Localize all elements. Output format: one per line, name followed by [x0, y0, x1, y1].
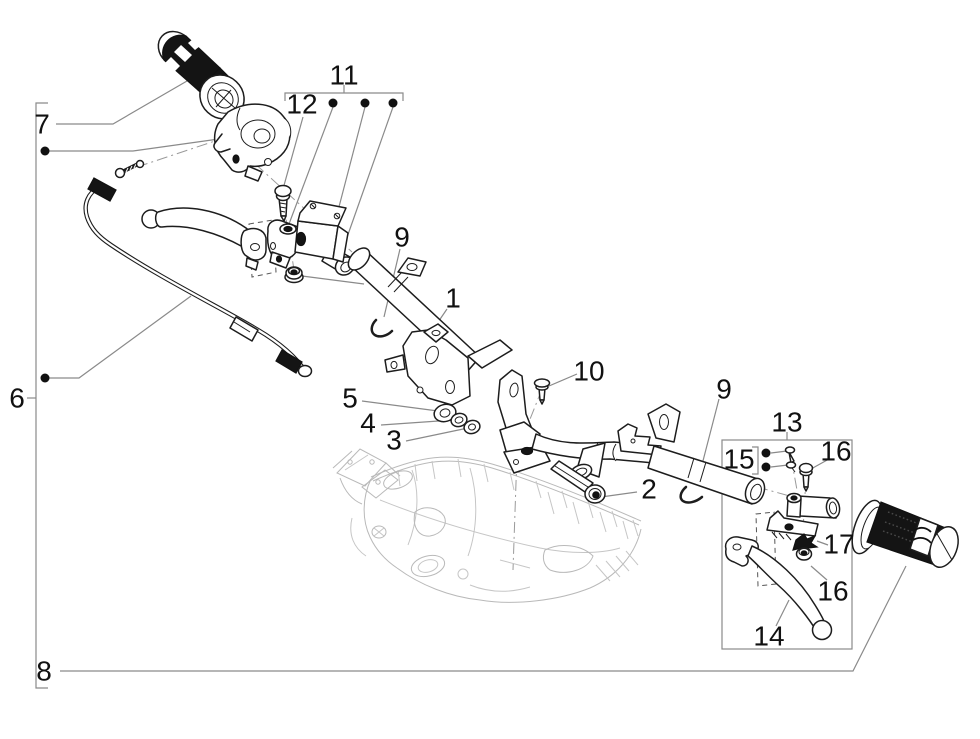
perch-bracket [766, 492, 841, 541]
frame-body-sketch [332, 448, 642, 603]
callout-label-8: 8 [36, 656, 52, 687]
throttle-cable [83, 159, 313, 378]
callout-label-4: 4 [360, 408, 376, 439]
leader-lines [27, 80, 907, 689]
callout-label-13: 13 [771, 407, 802, 438]
clip-17 [792, 533, 819, 556]
front-brake-lever [141, 207, 277, 278]
callout-label-16a: 16 [820, 436, 851, 467]
throttle-housing [213, 103, 292, 182]
brake-lever-14 [724, 536, 833, 641]
callout-label-12: 12 [286, 89, 317, 120]
handlebar [347, 247, 766, 505]
bullet-dots [40, 98, 771, 472]
washers-group [433, 403, 481, 435]
circlip-9-right [679, 485, 704, 504]
left-group-bracket [35, 102, 48, 689]
callout-label-9b: 9 [716, 374, 732, 405]
flange-nut [284, 266, 304, 284]
callout-label-10: 10 [573, 356, 604, 387]
bolt-16-top [798, 462, 814, 492]
callout-label-3: 3 [386, 425, 402, 456]
callout-label-15: 15 [723, 444, 754, 475]
left-grip [851, 499, 959, 568]
nut-16-bottom [795, 547, 813, 561]
callout-label-1: 1 [445, 283, 461, 314]
callout-label-14: 14 [753, 621, 784, 652]
callout-label-9a: 9 [394, 222, 410, 253]
callout-label-11: 11 [329, 60, 358, 91]
callout-label-6: 6 [9, 383, 25, 414]
callout-label-16b: 16 [817, 576, 848, 607]
master-cylinder [266, 200, 356, 276]
callout-label-2: 2 [641, 474, 657, 505]
callout-label-5: 5 [342, 383, 358, 414]
group-bracket-15 [752, 446, 759, 475]
throttle-grip [157, 30, 245, 120]
group-bracket-11 [284, 85, 404, 101]
screw-10 [533, 378, 551, 405]
callout-label-7: 7 [34, 109, 50, 140]
bolt-12 [274, 184, 292, 222]
lever-perch-assembly [724, 446, 841, 641]
callout-label-17: 17 [823, 529, 854, 560]
screws-15 [784, 446, 797, 473]
pin-2 [550, 460, 606, 504]
circlip-9-left [370, 318, 394, 338]
